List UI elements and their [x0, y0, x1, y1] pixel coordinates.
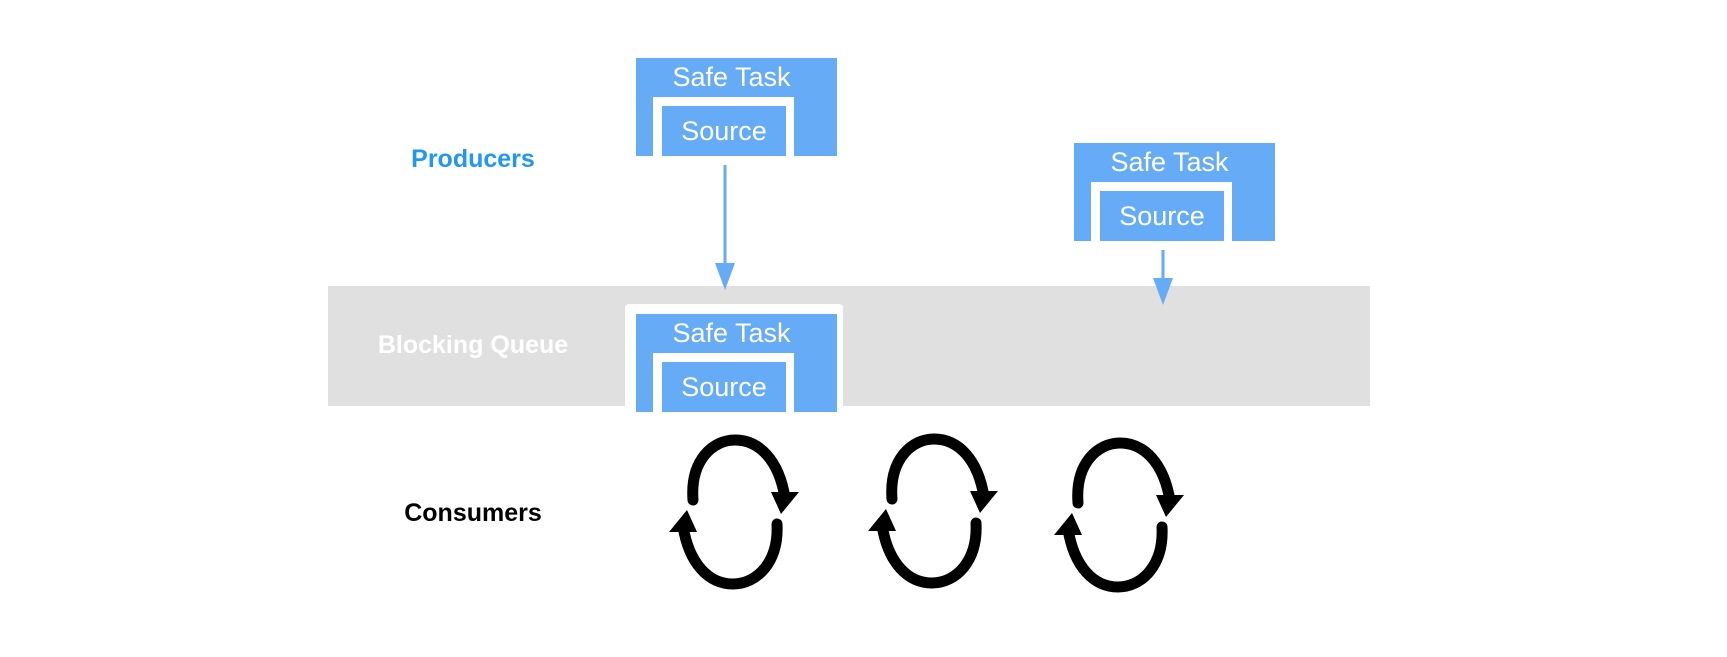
refresh-cycle-icon [1054, 443, 1184, 587]
refresh-cycle-icon [868, 439, 998, 583]
blocking-queue-label: Blocking Queue [377, 331, 569, 359]
source-box: Source [1091, 182, 1232, 241]
producer-safe-task-1: Safe Task Source [636, 58, 837, 156]
producer-arrow-2 [1153, 250, 1173, 305]
queued-safe-task: Safe Task Source [636, 314, 837, 412]
source-label: Source [662, 362, 786, 412]
producer-arrow-1 [715, 165, 735, 290]
source-label: Source [662, 106, 786, 156]
safe-task-title: Safe Task [1110, 147, 1229, 177]
source-box: Source [653, 97, 794, 156]
safe-task-title: Safe Task [672, 62, 791, 92]
safe-task-title: Safe Task [672, 318, 791, 348]
source-label: Source [1100, 191, 1224, 241]
producers-label: Producers [411, 145, 535, 173]
consumers-label: Consumers [404, 499, 542, 527]
source-box: Source [653, 353, 794, 412]
refresh-cycle-icon [669, 440, 799, 584]
blocking-queue-band [328, 286, 1370, 406]
producer-safe-task-2: Safe Task Source [1074, 143, 1275, 241]
